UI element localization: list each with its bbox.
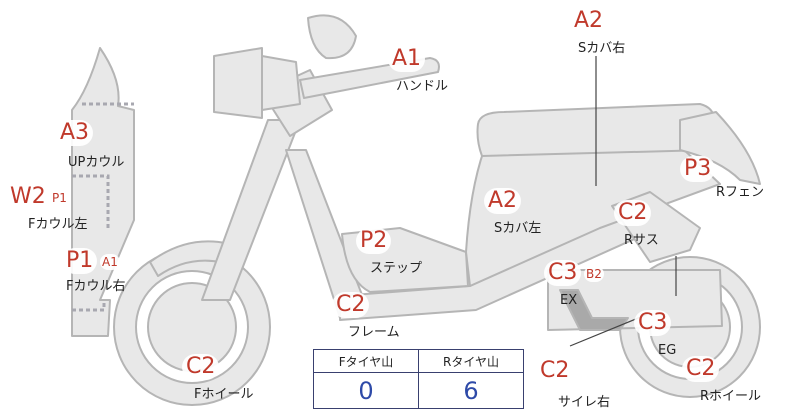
sub-grade-f-cowl-left: P1 xyxy=(50,190,69,206)
label-r-wheel: Rホイール xyxy=(700,389,762,404)
label-frame: フレーム xyxy=(348,325,400,340)
exhaust xyxy=(559,289,629,331)
front-tire-value[interactable]: 0 xyxy=(358,376,374,405)
front-tire-header: Fタイヤ山 xyxy=(338,354,394,369)
grade-step: P2 xyxy=(356,228,392,254)
side-cover xyxy=(465,147,721,287)
grade-engine: C3 xyxy=(634,310,672,336)
grade-silencer-right: C2 xyxy=(536,358,574,384)
grade-r-fender: P3 xyxy=(680,156,716,182)
mirror xyxy=(307,14,357,60)
grade-up-cowl: A3 xyxy=(56,120,94,146)
label-r-fender: Rフェン xyxy=(716,185,765,200)
sub-grade-f-cowl-right: A1 xyxy=(100,254,120,270)
grade-f-cowl-right: P1 xyxy=(62,248,98,274)
label-s-cover-left: Sカバ左 xyxy=(494,221,542,236)
grade-frame: C2 xyxy=(332,292,370,318)
label-handle: ハンドル xyxy=(396,79,449,94)
label-s-cover-right: Sカバ右 xyxy=(578,41,626,56)
label-f-cowl-right: Fカウル右 xyxy=(66,279,126,294)
label-f-cowl-left: Fカウル左 xyxy=(28,217,88,232)
headlight-cowl xyxy=(213,47,263,119)
tire-table-header-row: Fタイヤ山 Rタイヤ山 xyxy=(314,350,523,373)
sub-grade-exhaust: B2 xyxy=(584,266,604,282)
grade-r-suspension: C2 xyxy=(614,200,652,226)
grade-s-cover-right: A2 xyxy=(570,8,608,34)
label-r-suspension: Rサス xyxy=(624,233,659,248)
label-up-cowl: UPカウル xyxy=(68,155,125,170)
front-fork xyxy=(201,119,301,301)
rear-fender xyxy=(679,111,761,185)
grade-exhaust: C3 xyxy=(544,260,582,286)
label-silencer-right: サイレ右 xyxy=(558,395,611,410)
label-step: ステップ xyxy=(370,261,423,276)
rear-tire-value[interactable]: 6 xyxy=(418,373,523,408)
tire-table-value-row: 0 6 xyxy=(314,373,523,408)
label-engine: EG xyxy=(658,343,677,358)
grade-r-wheel: C2 xyxy=(682,356,720,382)
grade-f-cowl-left: W2 xyxy=(6,184,50,210)
tire-tread-table: Fタイヤ山 Rタイヤ山 0 6 xyxy=(313,349,524,409)
label-f-wheel: Fホイール xyxy=(194,387,254,402)
rear-tire-header: Rタイヤ山 xyxy=(418,350,523,372)
grade-s-cover-left: A2 xyxy=(484,188,522,214)
grade-handle: A1 xyxy=(388,46,426,72)
grade-f-wheel: C2 xyxy=(182,354,220,380)
label-exhaust: EX xyxy=(560,293,578,308)
